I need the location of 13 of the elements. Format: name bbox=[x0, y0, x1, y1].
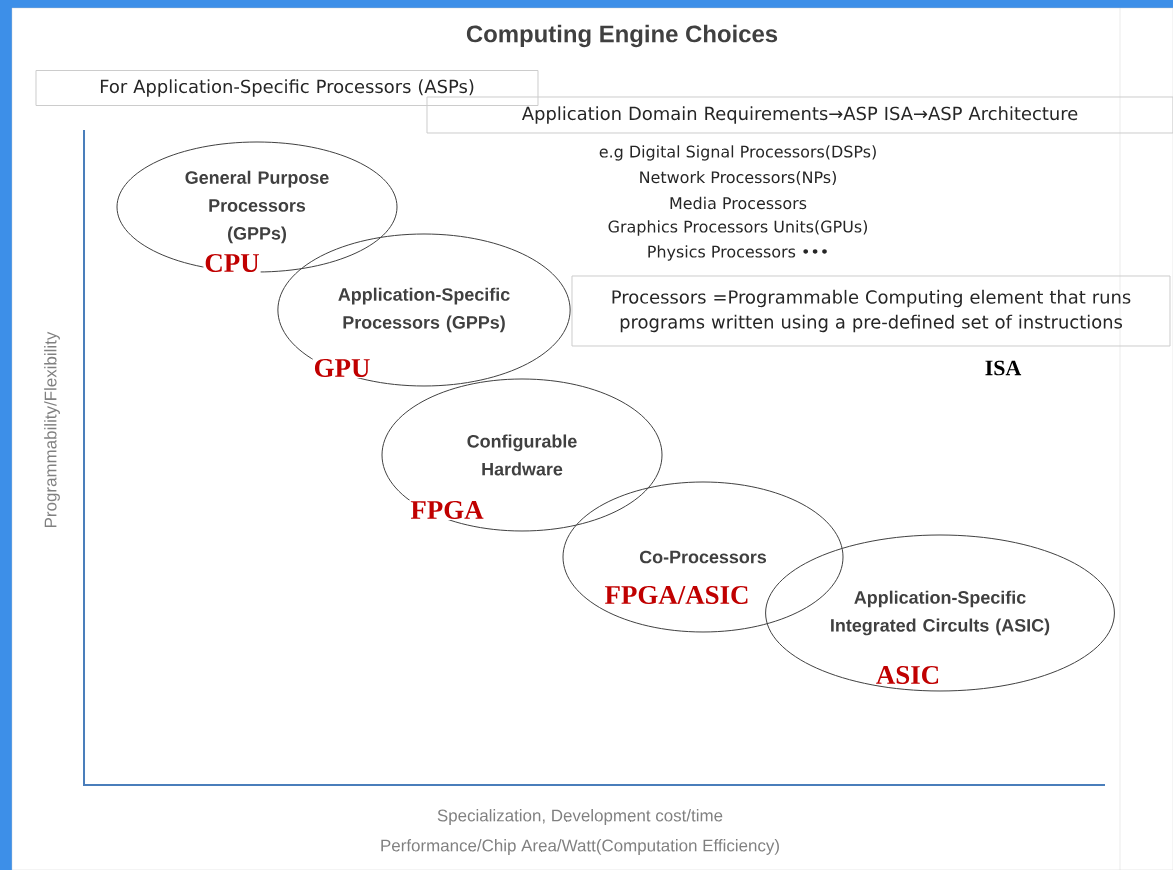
axis-label: Performance/Chip Area/Watt(Computation Efficiency) bbox=[381, 839, 779, 855]
chip-label: FPGA bbox=[409, 499, 485, 521]
list-item: Physics Processors ••• bbox=[648, 245, 827, 261]
text-box: Processors =Programmable Computing element that runs programs written using a pre-defined set of instructions bbox=[571, 275, 1171, 347]
axis-label: Specialization, Development cost/time bbox=[437, 809, 723, 825]
list-item: Network Processors(NPs) bbox=[640, 170, 836, 186]
list-item: Graphics Processors Units(GPUs) bbox=[608, 220, 867, 236]
text-box: Application Domain Requirements→ASP ISA→ASP Architecture bbox=[426, 96, 1173, 134]
title: Computing Engine Choices bbox=[466, 24, 778, 48]
text-box: For Application-Specific Processors (ASPs) bbox=[35, 70, 539, 106]
list-item: Media Processors bbox=[670, 196, 807, 210]
axis-label: Programmability/Flexibility bbox=[44, 331, 60, 527]
chip-label: CPU bbox=[203, 252, 261, 274]
